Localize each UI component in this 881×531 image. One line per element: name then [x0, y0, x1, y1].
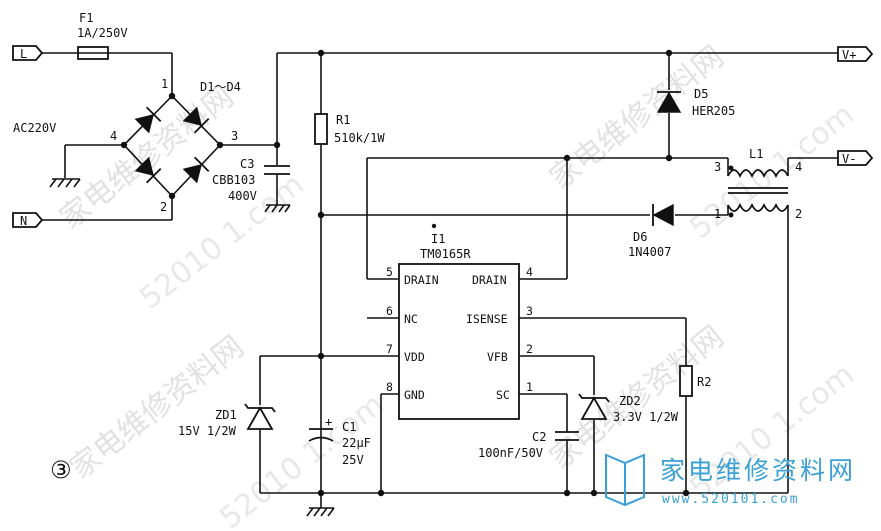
d5-ref: D5 [694, 87, 708, 101]
c1-ref: C1 [342, 420, 356, 434]
terminal-v-minus-label: V- [842, 152, 856, 166]
zd1-value: 15V 1/2W [178, 424, 237, 438]
logo-url: www.520101.com [662, 492, 800, 507]
terminal-v-plus: V+ [837, 46, 874, 62]
l1-ref: L1 [749, 147, 763, 161]
r2-ref: R2 [697, 375, 711, 389]
capacitor-c3: C3 CBB103 400V [212, 141, 291, 213]
diode-icon [652, 203, 674, 227]
ic-pin-name: GND [404, 388, 425, 402]
diode-icon [134, 106, 162, 134]
ic-pin-name: DRAIN [472, 273, 507, 287]
site-logo: 家电维修资料网 www.520101.com [605, 453, 856, 507]
ic-pin-number: 8 [386, 380, 393, 394]
ic-pin-name: VFB [487, 350, 508, 364]
diode-icon [182, 106, 210, 134]
ic-pin-number: 2 [526, 342, 533, 356]
ic-pin-number: 4 [526, 265, 533, 279]
r1-value: 510k/1W [334, 131, 385, 145]
watermark-text: 家电维修资料网 [53, 79, 240, 236]
ic-pin-name: NC [404, 312, 418, 326]
ic-pin-number: 3 [526, 304, 533, 318]
ic-pin-name: VDD [404, 350, 425, 364]
terminal-n: N [12, 212, 44, 228]
c1-value: 22μF [342, 436, 371, 450]
bridge-ref: D1～D4 [200, 80, 241, 94]
d5-value: HER205 [692, 104, 735, 118]
fuse-ref: F1 [79, 11, 93, 25]
l1-pin-2: 2 [795, 207, 802, 221]
terminal-v-minus: V- [837, 150, 874, 166]
ic-pin-name: SC [496, 388, 510, 402]
diode-icon [134, 156, 162, 184]
terminal-l: L [12, 45, 44, 61]
c2-ref: C2 [532, 430, 546, 444]
c1-voltage: 25V [342, 453, 364, 467]
capacitor-c1: + C1 22μF 25V [308, 415, 371, 467]
zener-diode-icon [244, 403, 276, 430]
input-voltage-label: AC220V [13, 121, 56, 135]
logo-text: 家电维修资料网 [660, 456, 856, 485]
diode-d5: D5 HER205 [656, 49, 735, 158]
ground-rail [260, 489, 788, 517]
ic-pin-number: 1 [526, 380, 533, 394]
bridge-pin-4: 4 [110, 129, 117, 143]
ic-pin-number: 6 [386, 304, 393, 318]
fuse-f1: F1 1A/250V [77, 11, 128, 60]
figure-number: ③ [50, 456, 72, 484]
inductor-l1: L1 3 4 1 2 [714, 147, 838, 493]
ic-pin-number: 5 [386, 265, 393, 279]
bridge-pin-3: 3 [231, 129, 238, 143]
zener-zd2: ZD2 3.3V 1/2W [578, 356, 679, 493]
resistor-r1: R1 510k/1W [314, 49, 385, 493]
zd2-ref: ZD2 [619, 394, 641, 408]
c3-ref: C3 [240, 157, 254, 171]
ground-symbol [49, 178, 81, 188]
diode-icon [656, 91, 682, 113]
zener-diode-icon [578, 393, 610, 420]
ic-ref: I1 [431, 232, 445, 246]
c2-value: 100nF/50V [478, 446, 543, 460]
zd1-ref: ZD1 [215, 408, 237, 422]
c3-value: CBB103 [212, 173, 255, 187]
l1-pin-4: 4 [795, 160, 802, 174]
l1-pin-3: 3 [714, 160, 721, 174]
watermark-url: 52010 1.com [213, 387, 390, 531]
resistor-r2: R2 [679, 318, 711, 493]
ic-tm0165r: I1 TM0165R 5 DRAIN 6 NC 7 VDD 8 GND 4 DR… [321, 223, 686, 420]
ic-pin-name: ISENSE [466, 312, 508, 326]
capacitor-c2: C2 100nF/50V [478, 394, 579, 493]
l1-pin-1: 1 [714, 207, 721, 221]
ic-pin-number: 7 [386, 342, 393, 356]
watermark-url: 52010 1.com [133, 167, 310, 316]
bridge-rectifier: D1～D4 1 2 3 4 [110, 77, 241, 214]
terminal-v-plus-label: V+ [842, 48, 856, 62]
diode-d6: D6 1N4007 [317, 203, 728, 259]
c3-voltage: 400V [228, 189, 257, 203]
terminal-n-label: N [20, 214, 27, 228]
d6-value: 1N4007 [628, 245, 671, 259]
c1-polarity: + [325, 415, 332, 429]
input-wires [42, 52, 838, 221]
zd2-value: 3.3V 1/2W [613, 410, 679, 424]
ic-part: TM0165R [420, 247, 471, 261]
fuse-value: 1A/250V [77, 26, 128, 40]
r1-ref: R1 [336, 113, 350, 127]
diode-icon [182, 156, 210, 184]
d6-ref: D6 [633, 230, 647, 244]
terminal-l-label: L [20, 47, 27, 61]
bridge-pin-2: 2 [160, 200, 167, 214]
zener-zd1: ZD1 15V 1/2W [178, 352, 325, 493]
bridge-pin-1: 1 [161, 77, 168, 91]
ic-pin-name: DRAIN [404, 273, 439, 287]
